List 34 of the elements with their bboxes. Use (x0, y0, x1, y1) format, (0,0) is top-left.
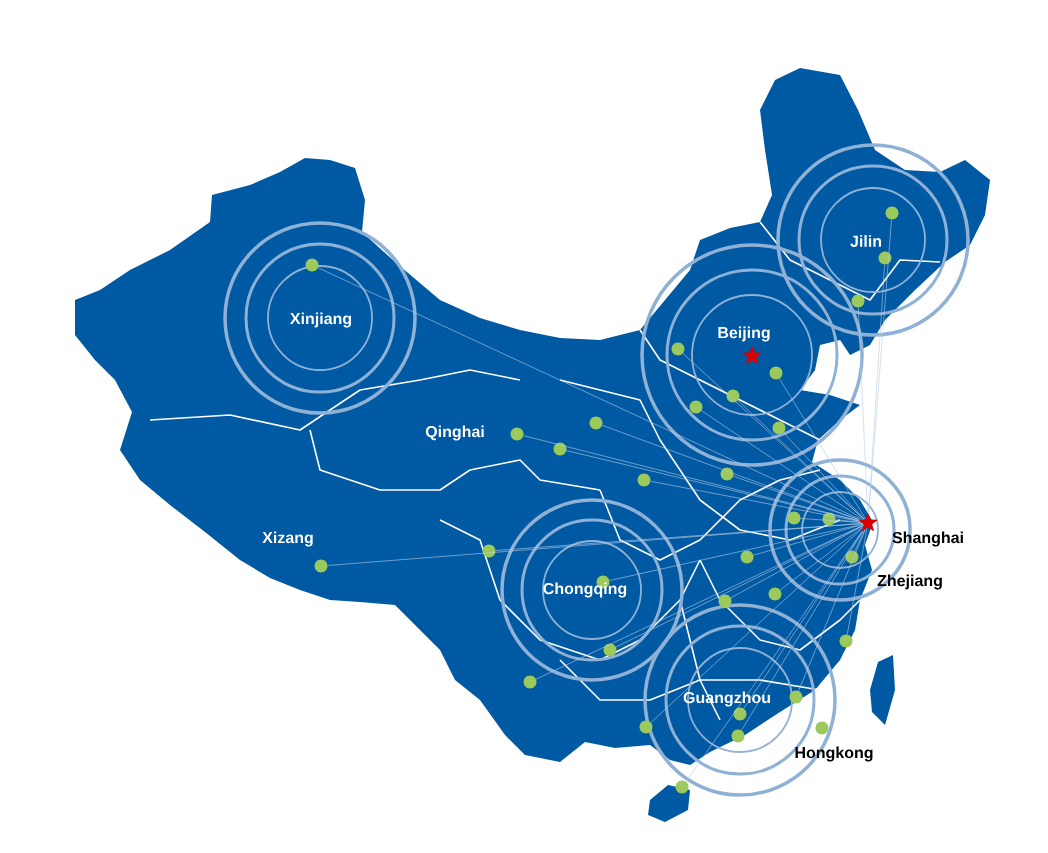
place-label: Zhejiang (877, 574, 942, 590)
connector-line (835, 519, 862, 523)
connector-line (868, 264, 885, 514)
place-label: Beijing (718, 326, 770, 342)
connector-line (701, 410, 863, 520)
connector-line (602, 425, 859, 520)
place-label: Xizang (262, 531, 313, 547)
connector-line (783, 432, 865, 520)
connector-line (753, 524, 864, 556)
connector-line (566, 450, 860, 522)
connector-line (798, 529, 866, 692)
connector-line (780, 526, 864, 591)
connector-line (730, 525, 864, 599)
connector-line (650, 480, 861, 522)
connector-line (868, 219, 892, 515)
connector-line (846, 528, 868, 635)
star-marker (858, 512, 878, 532)
connector-line (650, 527, 863, 723)
connector-line (858, 307, 868, 514)
connector-line (609, 523, 864, 581)
connector-line (685, 531, 863, 782)
connector-line (737, 400, 865, 520)
connector-line (779, 378, 866, 520)
star-marker (742, 345, 762, 365)
place-label: Chongqing (543, 582, 627, 598)
place-label: Jilin (850, 235, 882, 247)
place-label: Shanghai (892, 531, 963, 547)
connector-line (733, 475, 859, 520)
connector-line (327, 523, 863, 566)
connector-line (535, 524, 864, 680)
place-label: Qinghai (425, 425, 484, 441)
place-label: Hongkong (795, 746, 873, 762)
connector-line (317, 267, 861, 520)
place-label: Xinjiang (290, 312, 352, 328)
